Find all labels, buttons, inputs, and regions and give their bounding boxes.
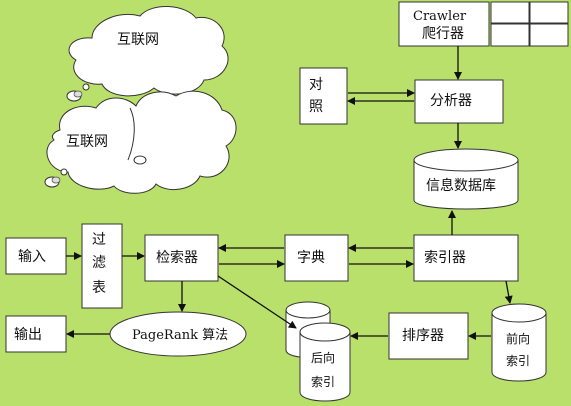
- dictionary-label: 字典: [297, 250, 325, 266]
- info-database-label: 信息数据库: [426, 177, 496, 194]
- info-database-cylinder: 信息数据库: [413, 148, 519, 210]
- retriever-box: 检索器: [144, 234, 219, 282]
- compare-label-line2: 照: [309, 99, 323, 115]
- indexer-label: 索引器: [424, 249, 466, 266]
- forward-index-cylinder: 前向 索引: [491, 303, 547, 382]
- inverted-index-label-line2: 索引: [311, 375, 335, 389]
- filter-box: 过 滤 表: [81, 223, 123, 309]
- internet-cloud-top: 互联网: [66, 5, 229, 102]
- pagerank-ellipse: PageRank 算法: [109, 311, 247, 357]
- analyzer-box: 分析器: [414, 79, 504, 124]
- output-box: 输出: [5, 315, 67, 353]
- internet-cloud-bottom: 互联网: [44, 90, 237, 194]
- internet-label-bottom: 互联网: [66, 134, 108, 150]
- inverted-index-cylinders: 后向 索引: [285, 301, 351, 402]
- analyzer-label: 分析器: [430, 93, 472, 109]
- filter-label-line2: 滤: [92, 255, 106, 271]
- output-label: 输出: [14, 327, 42, 343]
- crawler-label-en: Crawler: [413, 9, 467, 24]
- connector-arrows: [66, 46, 513, 340]
- arrow-retriever-to-inverted-index: [217, 275, 297, 329]
- retriever-label: 检索器: [156, 249, 198, 266]
- crawler-block: Crawler 爬行器: [398, 1, 569, 47]
- pagerank-label: PageRank 算法: [132, 328, 228, 343]
- input-label: 输入: [18, 249, 46, 265]
- crawler-label-cn: 爬行器: [422, 26, 464, 42]
- compare-label-line1: 对: [309, 77, 323, 93]
- compare-box: 对 照: [299, 67, 348, 125]
- input-box: 输入: [5, 237, 67, 275]
- sorter-label: 排序器: [402, 328, 444, 344]
- dictionary-box: 字典: [284, 234, 349, 282]
- inverted-index-label-line1: 后向: [311, 350, 335, 365]
- internet-label-top: 互联网: [117, 32, 159, 48]
- arrow-indexer-to-forward-index: [504, 280, 513, 304]
- indexer-box: 索引器: [413, 234, 519, 282]
- filter-label-line3: 表: [92, 280, 106, 296]
- filter-label-line1: 过: [92, 232, 106, 248]
- forward-index-label-line2: 索引: [506, 354, 530, 368]
- forward-index-label-line1: 前向: [506, 331, 530, 346]
- sorter-box: 排序器: [388, 312, 469, 360]
